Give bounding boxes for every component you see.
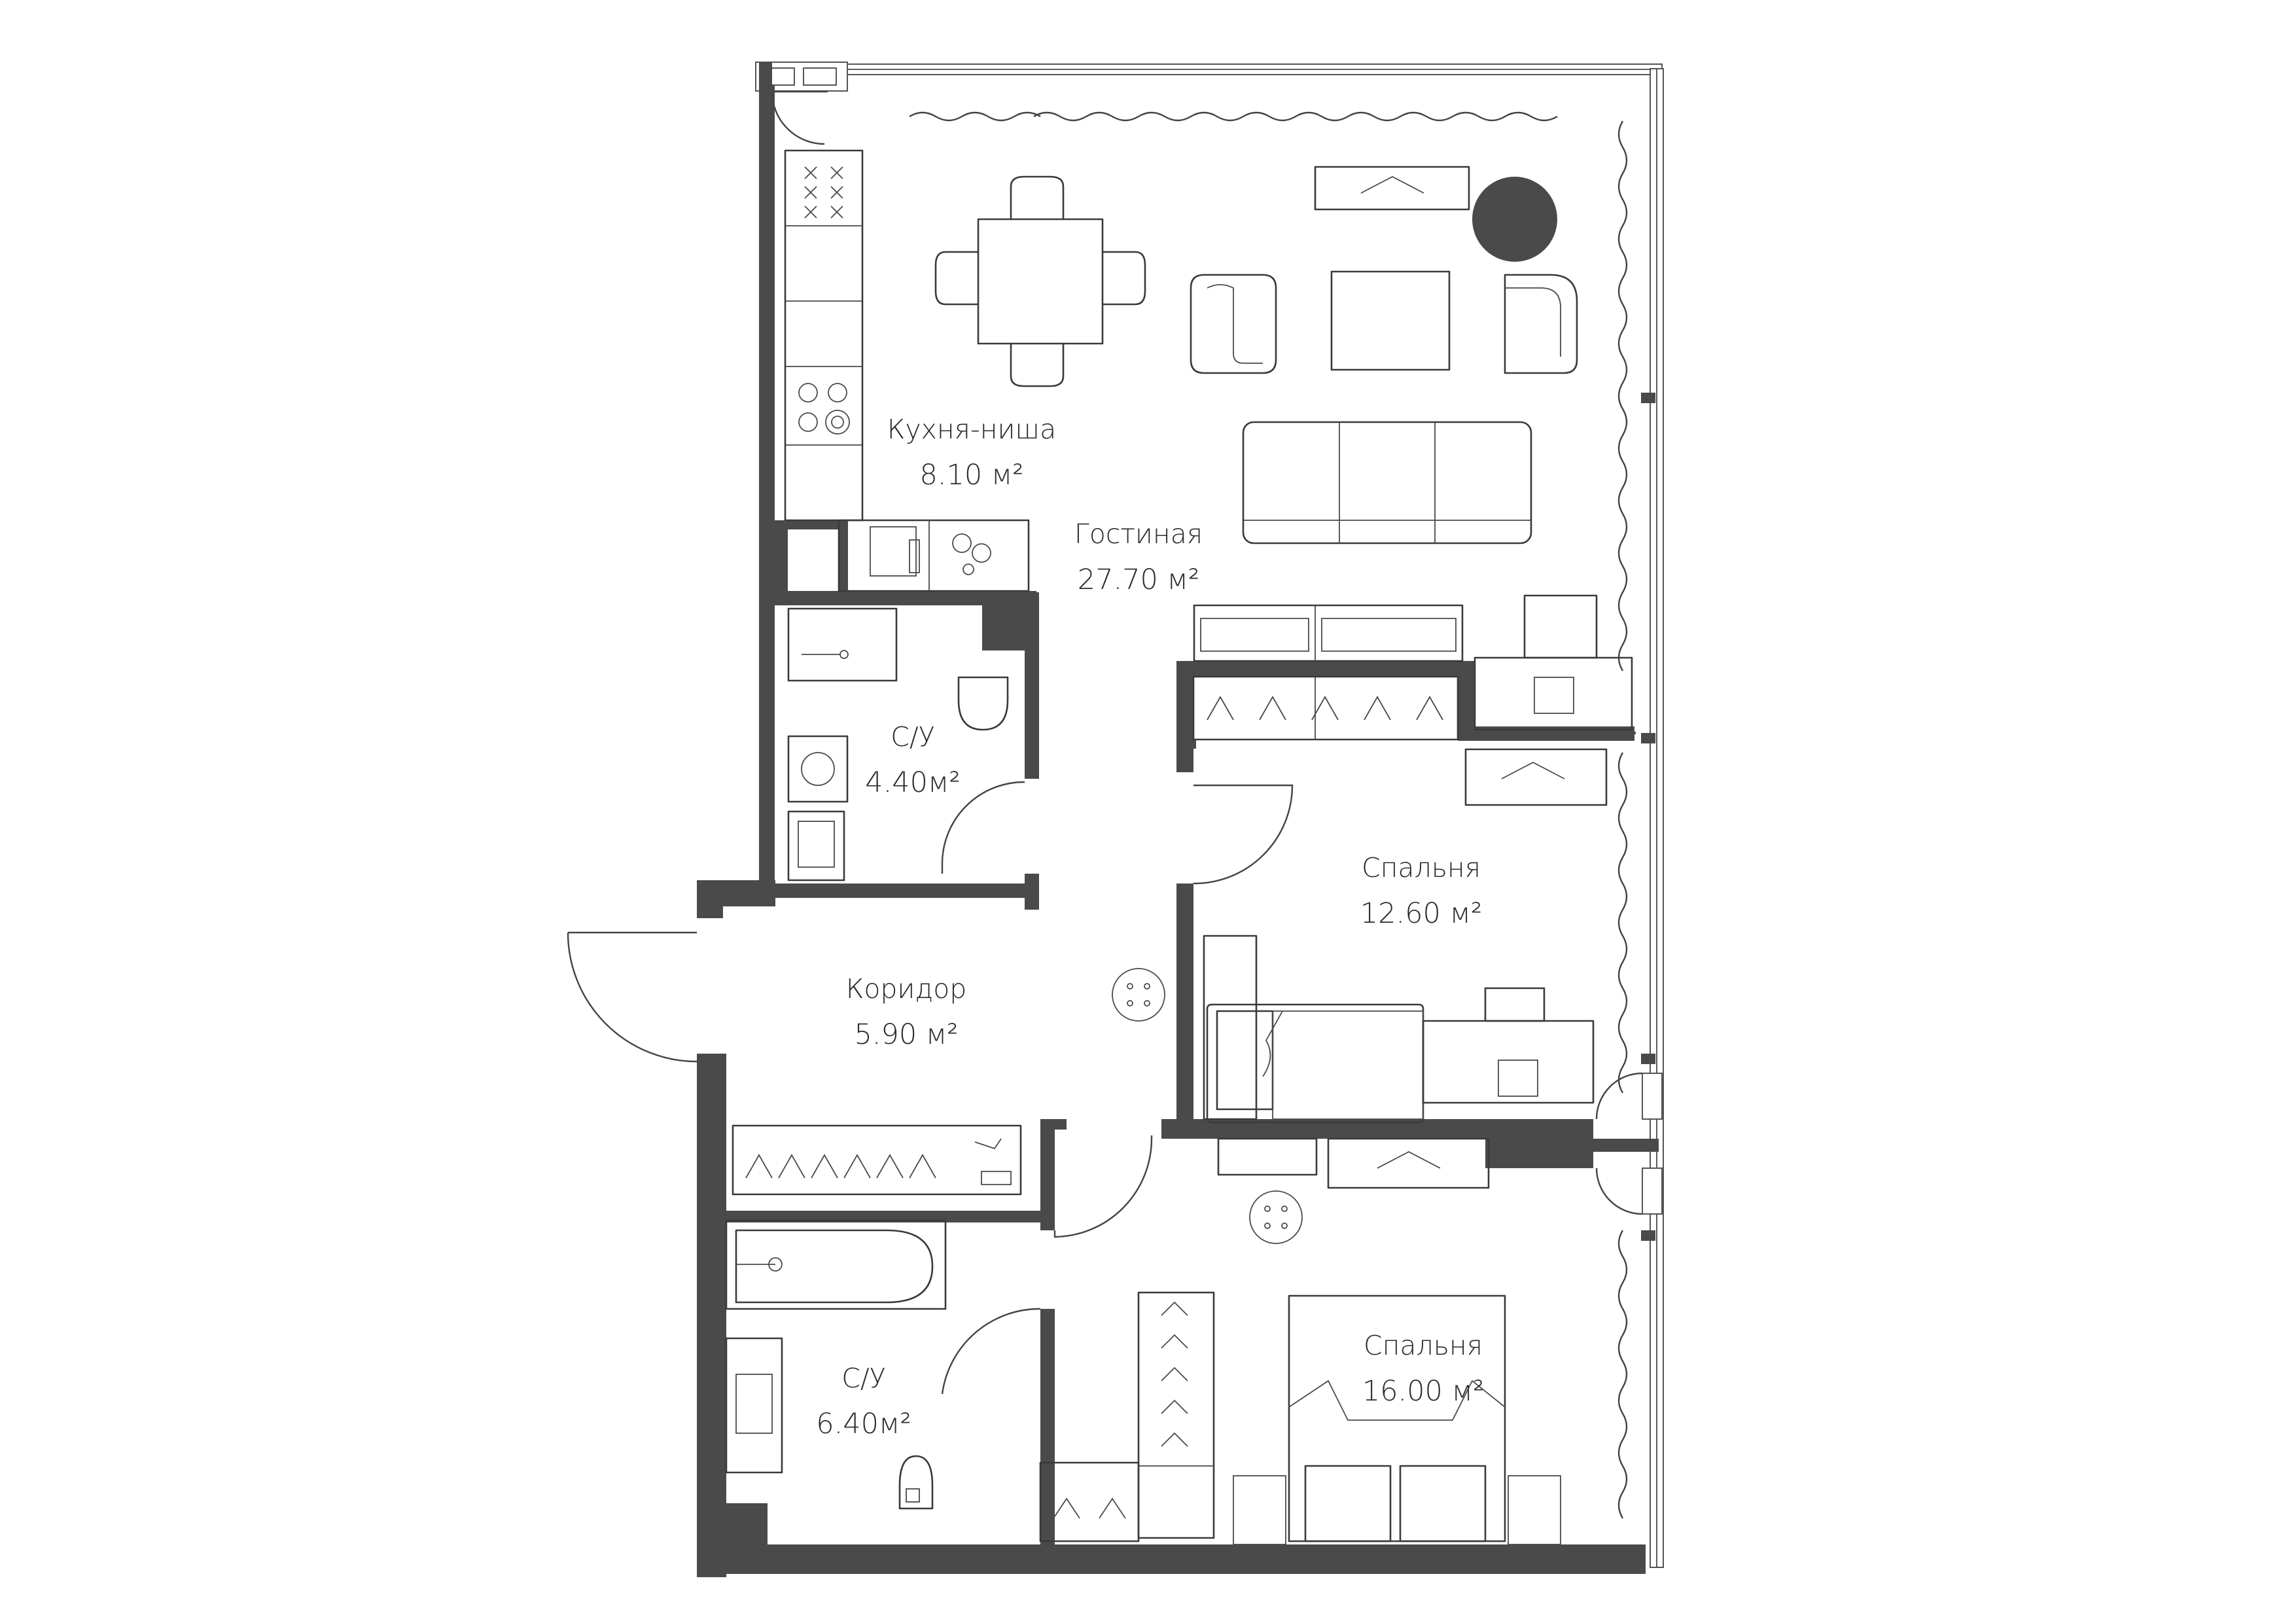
- bedroom2-furniture: [1039, 1137, 1561, 1545]
- doors: [567, 90, 1663, 1395]
- bathroom1-fixtures: [787, 607, 1009, 882]
- room-name-bath1: С/У: [891, 721, 934, 753]
- room-area-bath2: 6.40м²: [816, 1408, 911, 1440]
- kitchen-furniture: [784, 149, 1030, 592]
- room-area-kitchen: 8.10 м²: [919, 459, 1023, 491]
- walls: [697, 62, 1659, 1577]
- living-furniture: [1190, 166, 1633, 731]
- room-area-corridor: 5.90 м²: [854, 1018, 958, 1051]
- bedroom1-furniture: [1112, 748, 1608, 1124]
- dining-set: [934, 175, 1146, 387]
- room-labels: Кухня-ниша 8.10 м² Гостиная 27.70 м² С/У…: [816, 414, 1484, 1440]
- room-name-corridor: Коридор: [846, 973, 967, 1005]
- room-area-bedroom1: 12.60 м²: [1360, 897, 1482, 930]
- corridor-wardrobe: [732, 1124, 1022, 1196]
- wardrobe-bedroom1: [1192, 675, 1459, 741]
- curtains: [909, 111, 1628, 1519]
- room-name-kitchen: Кухня-ниша: [887, 414, 1057, 445]
- round-stool: [1112, 968, 1165, 1022]
- room-area-living: 27.70 м²: [1078, 563, 1199, 596]
- round-stool-2: [1249, 1190, 1303, 1244]
- room-area-bath1: 4.40м²: [865, 766, 960, 799]
- round-table: [1472, 177, 1557, 262]
- room-name-living: Гостиная: [1074, 518, 1203, 550]
- room-name-bedroom2: Спальня: [1364, 1330, 1483, 1361]
- washing-machine-icon: [952, 533, 991, 575]
- room-name-bedroom1: Спальня: [1362, 852, 1481, 883]
- room-area-bedroom2: 16.00 м²: [1362, 1375, 1484, 1408]
- room-name-bath2: С/У: [841, 1363, 885, 1394]
- stove-icon: [798, 383, 850, 435]
- hood-icon: [804, 166, 843, 219]
- bathroom2-fixtures: [725, 1219, 947, 1510]
